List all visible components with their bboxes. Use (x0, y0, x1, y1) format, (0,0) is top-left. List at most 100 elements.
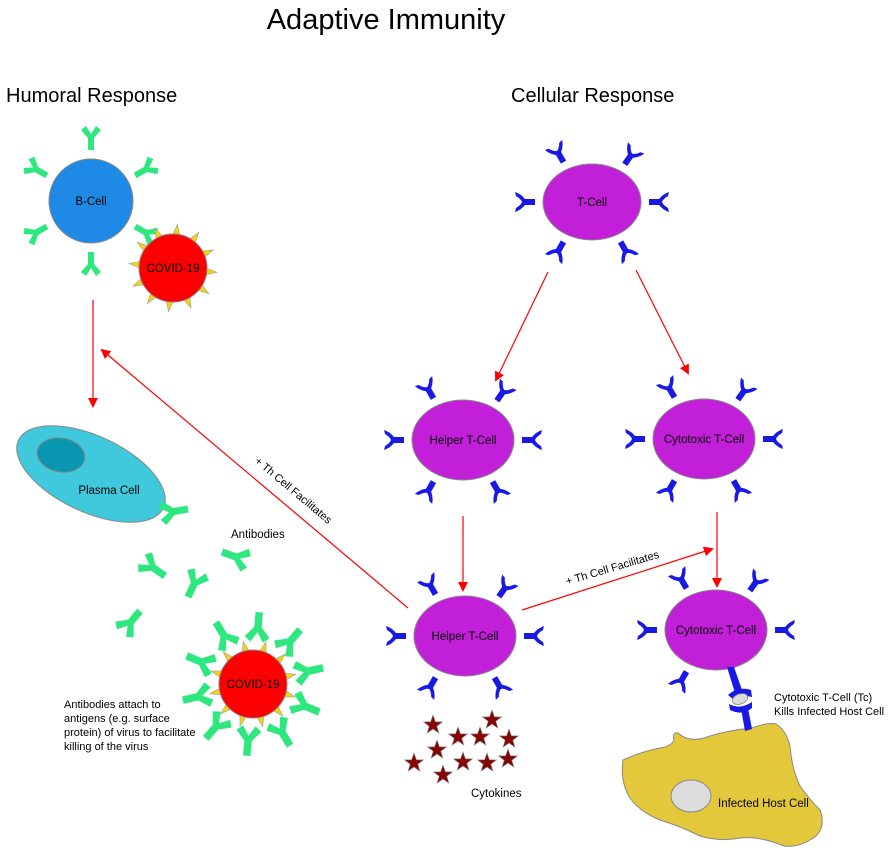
antibody-icon (112, 603, 150, 641)
receptor-icon (386, 626, 406, 646)
cytotoxic-t-cell-bottom (664, 589, 768, 671)
plasma-cell-label: Plasma Cell (78, 485, 139, 497)
cytokine-stars (404, 709, 519, 784)
note-line: Kills Infected Host Cell (774, 706, 884, 718)
antibody-icon (130, 154, 161, 185)
receptor-icon (414, 476, 443, 504)
receptor-icon (775, 620, 795, 640)
receptor-icon (741, 568, 770, 597)
arrow-helper-to-plasma (100, 348, 409, 609)
receptor-icon (416, 572, 445, 600)
cytokine-star-icon (470, 726, 490, 746)
antibody-icon (234, 724, 262, 757)
antibody-icon (244, 611, 272, 644)
cytotoxic-t-cell-top-group: Cytotoxic T-Cell (625, 375, 783, 503)
antibody-icon (157, 497, 191, 526)
cytokine-star-icon (448, 726, 468, 746)
section-humoral-title: Humoral Response (6, 85, 177, 107)
helper-t-cell-top-group: Helper T-Cell (384, 376, 542, 504)
receptor-icon (483, 476, 512, 504)
t-cell-label: T-Cell (577, 197, 607, 209)
b-cell-group: B-Cell (21, 126, 161, 276)
antibody-icon (21, 154, 52, 185)
cytokine-star-icon (477, 752, 497, 772)
receptor-icon (524, 626, 544, 646)
edge-label-th-to-plasma: + Th Cell Facilitates (252, 455, 334, 527)
antibody-icon (180, 681, 215, 713)
antibody-icon (286, 688, 325, 724)
helper-bottom-label: Helper T-Cell (432, 631, 499, 643)
arrow-tcell-to-helper (494, 271, 549, 382)
receptor-icon (667, 566, 696, 594)
cytotoxic-t-cell-bottom-group: Cytotoxic T-Cell (637, 566, 795, 694)
antibodies-label: Antibodies (231, 529, 285, 541)
helper-t-cell-bottom (413, 595, 517, 677)
receptor-icon (490, 574, 519, 603)
b-cell-label: B-Cell (75, 196, 106, 208)
infected-host-label: Infected Host Cell (718, 798, 809, 810)
covid-bottom-label: COVID-19 (226, 679, 279, 691)
receptor-icon (649, 192, 669, 212)
receptor-icon (655, 475, 684, 503)
helper-t-cell-top (411, 399, 515, 481)
receptor-icon (485, 672, 514, 700)
cytotoxic-top-label: Cytotoxic T-Cell (664, 434, 744, 446)
antibody-icon (134, 549, 172, 586)
cytokine-star-icon (433, 764, 453, 784)
receptor-icon (667, 666, 696, 694)
receptor-icon (544, 139, 573, 168)
antibody-icon (205, 615, 243, 655)
antibody-attach-note: Antibodies attach to antigens (e.g. surf… (64, 699, 195, 753)
receptor-icon (611, 236, 640, 265)
cytotoxic-t-cell-top (652, 398, 756, 480)
covid-virus-body (138, 233, 208, 303)
helper-t-cell-bottom-group: Helper T-Cell (386, 572, 544, 700)
cytokine-star-icon (482, 709, 502, 729)
cytokine-star-icon (453, 751, 473, 771)
receptor-icon (488, 378, 517, 407)
cytokine-star-icon (423, 714, 443, 734)
note-line: killing of the virus (64, 741, 149, 753)
antibody-icon (177, 565, 212, 603)
host-cell-nucleus (670, 779, 712, 813)
receptor-icon (729, 377, 758, 406)
t-cell (542, 163, 642, 241)
receptor-icon (522, 430, 542, 450)
section-cellular-title: Cellular Response (511, 85, 674, 107)
b-cell (48, 158, 134, 244)
receptor-icon (724, 475, 753, 503)
cytokine-star-icon (404, 752, 424, 772)
antibody-icon (196, 707, 235, 747)
receptor-icon (414, 376, 443, 404)
edge-label-th-to-tc: + Th Cell Facilitates (564, 549, 661, 588)
receptor-icon (544, 236, 573, 265)
antibody-icon (81, 126, 101, 150)
receptor-icon (416, 672, 445, 700)
covid-virus-bottom: COVID-19 (180, 611, 326, 757)
cytokine-star-icon (427, 739, 447, 759)
infected-host-cell-group: Infected Host Cell (621, 723, 823, 847)
antibody-icon (81, 252, 101, 276)
infected-host-cell (621, 723, 823, 847)
antibody-icon (21, 217, 52, 248)
binding-receptor-stem (727, 667, 742, 693)
antigen-icon (731, 693, 749, 705)
note-line: Cytotoxic T-Cell (Tc) (774, 692, 872, 704)
receptor-icon (763, 429, 783, 449)
plasma-cell-group: Plasma Cell (16, 425, 166, 523)
tc-host-binding (727, 667, 752, 731)
covid-virus-top: COVID-19 (128, 223, 218, 313)
receptor-icon (515, 192, 535, 212)
covid-virus-body (218, 649, 288, 719)
helper-top-label: Helper T-Cell (430, 435, 497, 447)
antibody-icon (291, 655, 326, 687)
cytokine-star-icon (499, 728, 519, 748)
note-line: Antibodies attach to (64, 699, 161, 711)
arrow-tcell-to-cytotoxic (635, 269, 689, 375)
antibody-icon (271, 621, 310, 661)
binding-receptor-stem (741, 708, 752, 731)
receptor-icon (655, 375, 684, 403)
covid-top-label: COVID-19 (146, 263, 199, 275)
receptor-icon (625, 429, 645, 449)
